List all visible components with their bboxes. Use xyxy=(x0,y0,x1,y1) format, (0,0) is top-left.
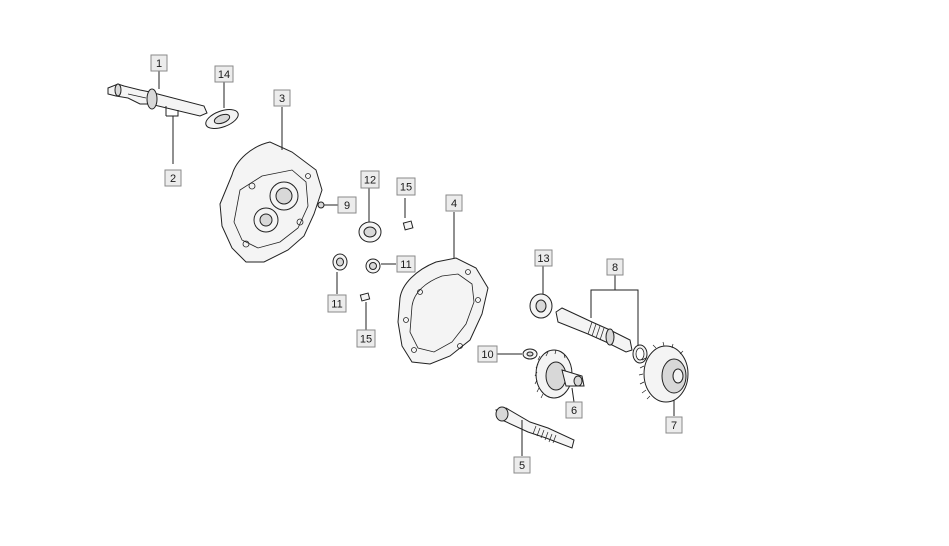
callout-11-left-label: 11 xyxy=(331,299,342,311)
callout-9: 9 xyxy=(337,196,357,214)
shaft-bearing-part[interactable] xyxy=(529,293,553,319)
gasket-part[interactable] xyxy=(397,257,489,365)
bearing-upper-part[interactable] xyxy=(358,221,382,243)
dowel-pin-upper-part[interactable] xyxy=(402,220,414,231)
callout-2: 2 xyxy=(164,169,182,187)
large-gear-part[interactable] xyxy=(638,341,689,403)
callout-14: 14 xyxy=(214,65,234,83)
callout-15-lower: 15 xyxy=(356,329,376,348)
callout-5: 5 xyxy=(513,456,531,474)
callout-7-label: 7 xyxy=(671,420,677,432)
callout-8: 8 xyxy=(606,258,624,276)
callout-15-lower-label: 15 xyxy=(360,334,372,346)
dowel-pin-lower-part[interactable] xyxy=(359,292,371,302)
transmission-housing-part[interactable] xyxy=(219,141,323,263)
small-washer-part[interactable] xyxy=(522,348,538,360)
callout-4: 4 xyxy=(445,194,463,212)
callout-14-label: 14 xyxy=(218,69,230,81)
callout-3: 3 xyxy=(273,89,291,107)
washer-part[interactable] xyxy=(203,106,240,133)
callout-12: 12 xyxy=(360,170,380,189)
callout-2-label: 2 xyxy=(170,173,176,185)
small-bolt-part[interactable] xyxy=(317,201,325,209)
callout-15-upper-label: 15 xyxy=(400,182,412,194)
callout-6: 6 xyxy=(565,401,583,419)
callout-11-right-label: 11 xyxy=(400,259,411,271)
callout-5-label: 5 xyxy=(519,460,525,472)
callout-15-upper: 15 xyxy=(396,177,416,196)
bearing-left-part[interactable] xyxy=(332,253,348,271)
input-shaft-part[interactable] xyxy=(495,406,575,449)
callout-9-label: 9 xyxy=(344,200,350,212)
callout-7: 7 xyxy=(665,416,683,434)
callout-10-label: 10 xyxy=(481,349,493,361)
callout-10: 10 xyxy=(477,345,498,363)
leader-lines xyxy=(158,71,675,456)
drive-shaft-part[interactable] xyxy=(107,83,208,117)
callout-1: 1 xyxy=(150,54,168,72)
output-shaft-part[interactable] xyxy=(555,307,648,364)
callout-3-label: 3 xyxy=(279,93,285,105)
callout-6-label: 6 xyxy=(571,405,577,417)
callout-13: 13 xyxy=(534,249,553,267)
bearing-right-part[interactable] xyxy=(365,258,381,274)
callout-12-label: 12 xyxy=(364,175,376,187)
callout-13-label: 13 xyxy=(537,253,549,265)
callout-1-label: 1 xyxy=(156,58,162,70)
intermediate-gear-part[interactable] xyxy=(534,349,585,399)
callout-8-label: 8 xyxy=(612,262,618,274)
callout-11-right: 11 xyxy=(396,255,416,273)
callout-4-label: 4 xyxy=(451,198,457,210)
callout-11-left: 11 xyxy=(327,294,347,313)
